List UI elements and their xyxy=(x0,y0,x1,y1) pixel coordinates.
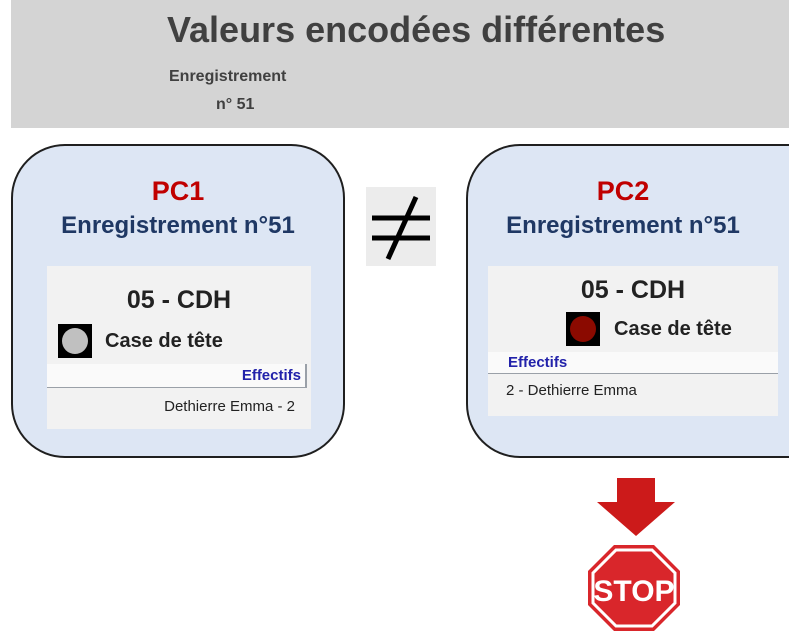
record-label: Enregistrement xyxy=(169,68,287,85)
header-banner: Valeurs encodées différentes Enregistrem… xyxy=(11,0,789,128)
pc1-code: 05 - CDH xyxy=(126,286,232,314)
stop-sign-icon: STOP xyxy=(586,543,682,638)
pc2-title: PC2 xyxy=(596,176,650,206)
not-equal-icon xyxy=(366,187,436,266)
pc2-effectifs-header[interactable]: Effectifs xyxy=(488,352,778,374)
pc1-effectifs-value: Dethierre Emma - 2 xyxy=(164,398,295,415)
pc1-case-label: Case de tête xyxy=(105,330,223,352)
red-circle-icon xyxy=(566,312,600,346)
pc1-panel: PC1 Enregistrement n°51 05 - CDH Case de… xyxy=(11,144,345,458)
pc1-title: PC1 xyxy=(151,176,205,206)
pc2-code: 05 - CDH xyxy=(580,276,686,304)
pc1-record-card: 05 - CDH Case de tête Effectifs Dethierr… xyxy=(47,266,311,429)
down-arrow-icon xyxy=(597,478,675,541)
grey-circle-icon xyxy=(58,324,92,358)
record-number: n° 51 xyxy=(216,96,255,113)
pc2-record-card: 05 - CDH Case de tête Effectifs 2 - Deth… xyxy=(488,266,778,416)
pc2-effectifs-value: 2 - Dethierre Emma xyxy=(506,382,637,399)
pc1-record: Enregistrement n°51 xyxy=(61,212,295,239)
pc2-case-label: Case de tête xyxy=(614,318,732,340)
pc2-record: Enregistrement n°51 xyxy=(506,212,740,239)
stop-text: STOP xyxy=(593,575,674,608)
pc1-effectifs-header[interactable]: Effectifs xyxy=(47,364,307,388)
page-title: Valeurs encodées différentes xyxy=(167,9,666,50)
pc2-panel: PC2 Enregistrement n°51 05 - CDH Case de… xyxy=(466,144,789,458)
